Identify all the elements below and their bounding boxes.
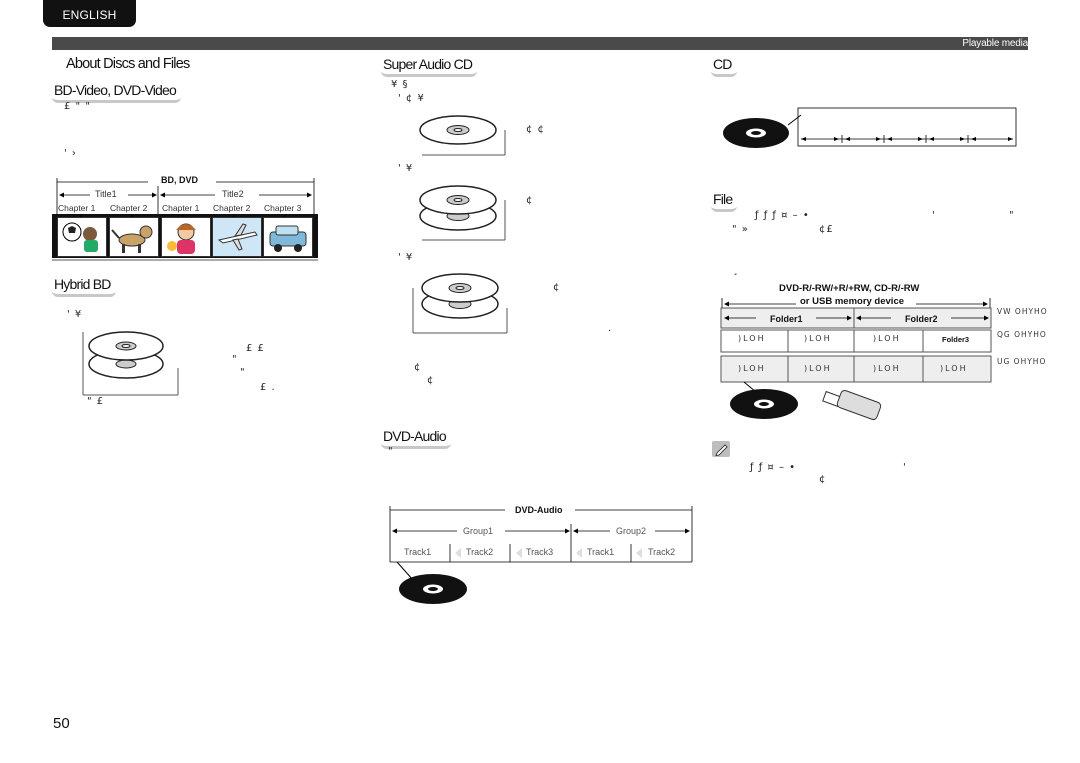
- soccer-player-icon: [57, 217, 107, 257]
- media-label: or USB memory device: [800, 296, 905, 307]
- file-label: )LOH: [738, 334, 766, 343]
- page-number: 50: [53, 715, 70, 732]
- bd-text-1: £ " ": [64, 101, 91, 112]
- language-tab: ENGLISH: [43, 0, 136, 27]
- track-label: Track3: [526, 547, 554, 557]
- track-label: Track2: [648, 547, 676, 557]
- hybrid-text-5: £ .: [260, 382, 276, 393]
- dvd-audio-structure-diagram: [389, 506, 693, 604]
- hybrid-sacd-disc-illustration: [412, 273, 508, 334]
- sacd-text-7: ¢: [553, 282, 561, 293]
- file-label: )LOH: [873, 364, 901, 373]
- file-text-5: ¢£: [819, 224, 834, 235]
- section-header-bar: [52, 37, 1028, 50]
- file-label: )LOH: [738, 364, 766, 373]
- file-text-1: ƒ ƒ ƒ ¤ – •: [755, 210, 810, 221]
- sacd-text-6: ' ¥: [398, 252, 414, 263]
- sacd-text-5: ¢: [526, 195, 534, 206]
- hybrid-text-3: ": [232, 354, 238, 365]
- note-text-3: ¢: [819, 474, 827, 485]
- usb-drive-icon: [822, 389, 882, 421]
- file-section-title: File: [711, 191, 738, 212]
- file-text-3: ": [1009, 210, 1015, 221]
- media-label: DVD-R/-RW/+R/+RW, CD-R/-RW: [779, 283, 920, 294]
- chapter-label: Chapter 2: [110, 203, 148, 213]
- sacd-text-9: ¢: [414, 362, 422, 373]
- bd-dvd-label: BD, DVD: [161, 175, 199, 185]
- car-icon: [263, 217, 313, 257]
- group-label: Group1: [463, 526, 494, 536]
- girl-icon: [161, 217, 211, 257]
- hybrid-text-4: ": [240, 367, 246, 378]
- title1-label: Title1: [95, 189, 117, 199]
- hybrid-text-6: " £: [87, 396, 105, 407]
- file-text-4: " »: [732, 224, 749, 235]
- track-label: Track2: [466, 547, 494, 557]
- sacd-text-10: ¢: [427, 375, 435, 386]
- dual-layer-disc-illustration: [419, 185, 506, 241]
- dog-icon: [109, 217, 159, 257]
- sacd-text-2: ' ¢ ¥: [398, 93, 425, 104]
- dvd-audio-text-1: ": [388, 446, 394, 457]
- note-text-2: ': [903, 462, 907, 473]
- chapter-label: Chapter 1: [58, 203, 96, 213]
- folder-label: Folder1: [770, 314, 803, 324]
- group-label: Group2: [616, 526, 647, 536]
- chapter-label: Chapter 2: [213, 203, 251, 213]
- note-pencil-icon: [712, 441, 730, 457]
- folder-label: Folder3: [942, 335, 970, 344]
- file-label: )LOH: [940, 364, 968, 373]
- cd-section-title: CD: [711, 56, 737, 77]
- file-text-2: ': [932, 210, 936, 221]
- level-label: UG OHYHO: [997, 357, 1047, 366]
- file-label: )LOH: [873, 334, 901, 343]
- airplane-icon: [212, 217, 262, 257]
- hybrid-text-2: £ £: [246, 343, 265, 354]
- title2-label: Title2: [222, 189, 244, 199]
- note-text-1: ƒ ƒ ¤ – •: [750, 462, 797, 473]
- hybrid-text-1: ' ¥: [67, 309, 83, 320]
- chapter-label: Chapter 1: [162, 203, 200, 213]
- bd-dvd-section-title: BD-Video, DVD-Video: [52, 82, 182, 103]
- sacd-text-1: ¥ §: [391, 79, 409, 90]
- file-folder-structure-diagram: [720, 298, 992, 421]
- single-layer-disc-illustration: [419, 115, 506, 156]
- dvd-audio-section-title: DVD-Audio: [381, 428, 451, 449]
- sacd-text-3: ¢ ¢: [526, 124, 545, 135]
- bd-text-2: ' ›: [64, 148, 77, 159]
- sacd-text-8: .: [608, 323, 613, 334]
- hybrid-bd-section-title: Hybrid BD: [52, 276, 116, 297]
- file-label: )LOH: [804, 334, 832, 343]
- cd-structure-diagram: [723, 107, 1017, 148]
- level-label: QG OHYHO: [997, 330, 1047, 339]
- hybrid-bd-disc-illustration: [82, 331, 179, 396]
- sacd-text-4: ' ¥: [398, 163, 414, 174]
- folder-label: Folder2: [905, 314, 938, 324]
- level-label: VW OHYHO: [997, 307, 1048, 316]
- track-label: Track1: [587, 547, 615, 557]
- sacd-section-title: Super Audio CD: [381, 56, 478, 77]
- track-label: Track1: [404, 547, 432, 557]
- section-label: Playable media: [962, 38, 1028, 49]
- dvd-audio-label: DVD-Audio: [515, 505, 563, 515]
- file-label: )LOH: [804, 364, 832, 373]
- chapter-label: Chapter 3: [264, 203, 302, 213]
- page-title: About Discs and Files: [66, 56, 190, 72]
- file-text-6: ¸: [733, 265, 739, 276]
